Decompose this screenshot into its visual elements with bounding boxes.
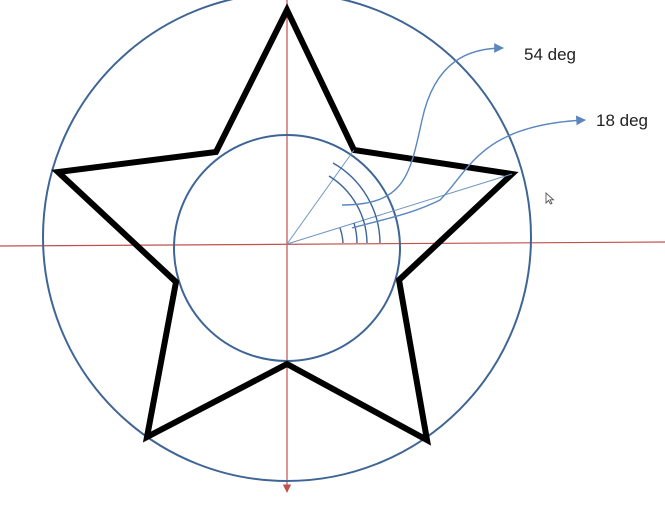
angle-label-18: 18 deg xyxy=(596,111,648,130)
five-point-star xyxy=(51,3,519,446)
mouse-pointer-icon xyxy=(545,191,555,205)
arrow-18-deg xyxy=(351,115,586,229)
angle-label-54: 54 deg xyxy=(524,45,576,64)
angle-arc-18-inner xyxy=(339,227,344,244)
ray-to-inner-vertex xyxy=(286,149,355,245)
angle-arc-54-inner xyxy=(328,175,368,244)
angle-arc-54 xyxy=(332,162,381,244)
outer-circle xyxy=(42,0,532,482)
ray-to-star-tip xyxy=(286,173,513,245)
horizontal-axis xyxy=(0,241,665,247)
arrow-54-deg xyxy=(341,43,504,206)
angle-arc-18 xyxy=(353,222,358,244)
